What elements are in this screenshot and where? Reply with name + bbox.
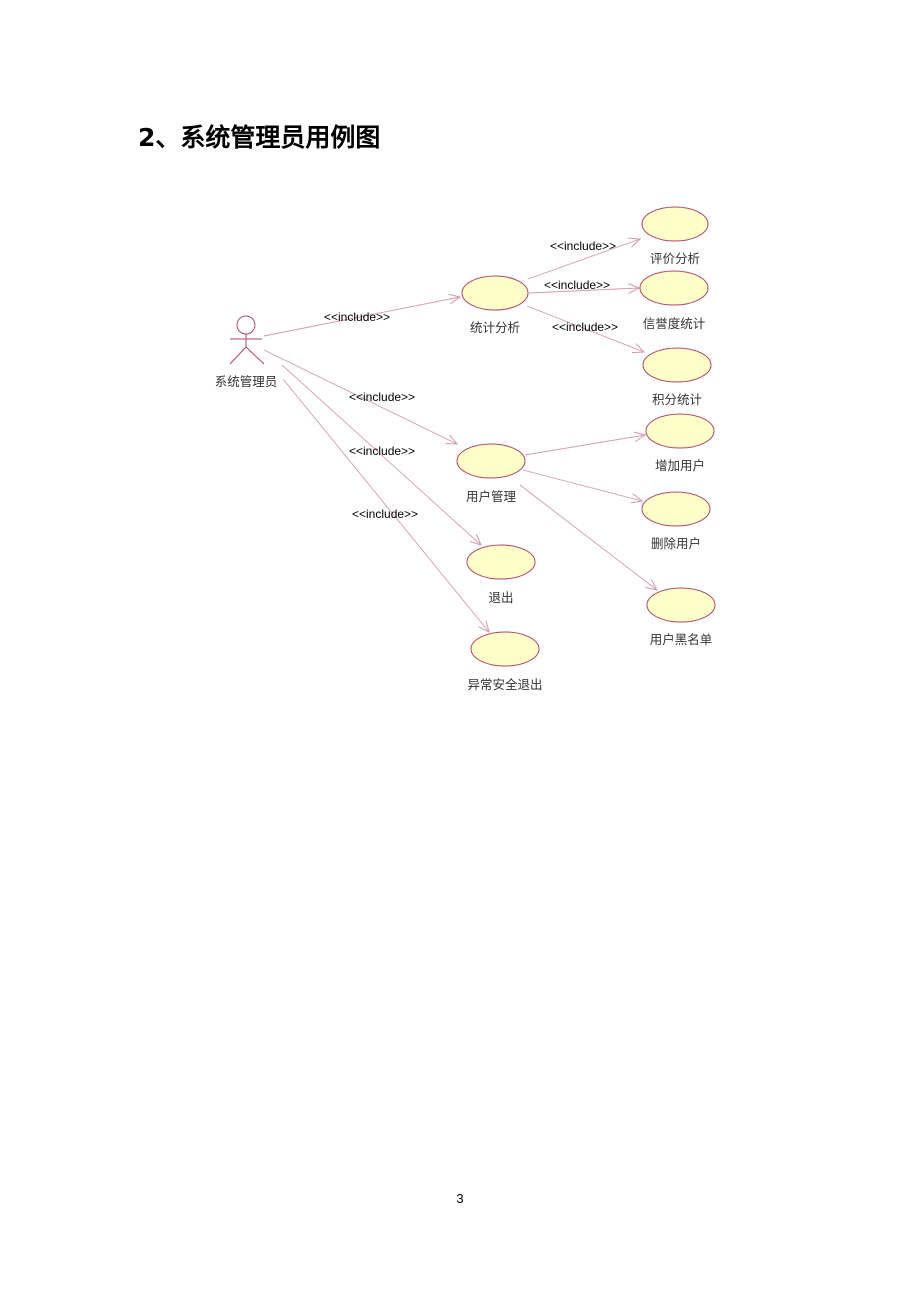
include-label-stats: <<include>> [324, 310, 390, 324]
line-actor-safe-logout [282, 378, 489, 632]
associations [263, 239, 657, 632]
usecase-blacklist[interactable]: 用户黑名单 [646, 587, 716, 647]
line-user-mgmt-delete [522, 469, 642, 501]
usecase-stats-label: 统计分析 [470, 320, 520, 335]
line-actor-logout [281, 364, 481, 545]
usecase-credit-label: 信誉度统计 [643, 316, 706, 331]
usecase-safe-logout-label: 异常安全退出 [467, 677, 542, 692]
line-stats-credit [528, 288, 639, 293]
usecase-delete-user[interactable]: 删除用户 [641, 491, 711, 551]
line-user-mgmt-add [524, 435, 645, 456]
include-label-safe-logout: <<include>> [352, 507, 418, 521]
usecase-safe-logout[interactable]: 异常安全退出 [467, 631, 543, 692]
include-label-credit: <<include>> [544, 278, 610, 292]
include-labels: <<include>> <<include>> <<include>> <<in… [324, 239, 618, 521]
usecase-evaluation-label: 评价分析 [650, 251, 700, 266]
actor-label: 系统管理员 [215, 374, 278, 389]
usecase-add-user-label: 增加用户 [655, 458, 705, 473]
usecase-delete-user-label: 删除用户 [651, 536, 701, 551]
page-title: 2、系统管理员用例图 [138, 123, 381, 152]
line-actor-stats [263, 297, 460, 337]
use-case-diagram: <<include>> <<include>> <<include>> <<in… [215, 206, 716, 692]
line-stats-points [526, 305, 644, 352]
stick-figure-icon [229, 315, 265, 365]
page-number: 3 [456, 1191, 464, 1206]
use-cases: 统计分析 评价分析 信誉度统计 积分统计 用户管理 增加用户 删除用户 用户黑 [456, 206, 716, 692]
usecase-user-mgmt[interactable]: 用户管理 [456, 443, 526, 504]
usecase-logout-label: 退出 [488, 590, 513, 605]
usecase-credit[interactable]: 信誉度统计 [639, 270, 709, 331]
line-stats-evaluation [527, 239, 640, 280]
include-label-evaluation: <<include>> [550, 239, 616, 253]
usecase-logout[interactable]: 退出 [466, 544, 536, 605]
usecase-points-label: 积分统计 [652, 392, 702, 407]
line-actor-user-mgmt [263, 349, 457, 444]
usecase-add-user[interactable]: 增加用户 [645, 413, 715, 473]
line-user-mgmt-blacklist [519, 484, 657, 590]
actor-admin[interactable]: 系统管理员 [215, 315, 278, 389]
include-label-user-mgmt: <<include>> [349, 390, 415, 404]
usecase-stats[interactable]: 统计分析 [461, 275, 529, 335]
usecase-points[interactable]: 积分统计 [642, 347, 712, 407]
include-label-logout: <<include>> [349, 444, 415, 458]
include-label-points: <<include>> [552, 320, 618, 334]
usecase-blacklist-label: 用户黑名单 [650, 632, 713, 647]
usecase-user-mgmt-label: 用户管理 [466, 489, 517, 504]
usecase-evaluation[interactable]: 评价分析 [641, 206, 709, 266]
